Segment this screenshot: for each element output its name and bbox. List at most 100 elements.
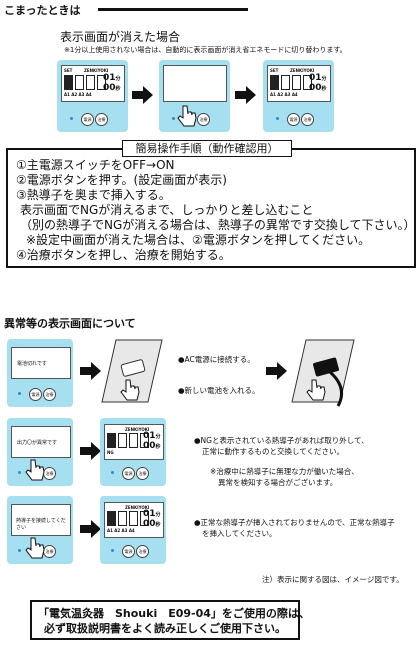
channel-bar [118,511,127,526]
channel-bar [270,75,279,90]
procedure-line: ①主電源スイッチをOFF→ON [16,158,175,172]
row3-note-1: ●正常な熱導子が挿入されておりませんので、正常な熱導子 [194,518,395,527]
power-button[interactable]: 電源 [122,467,135,480]
image-footnote: 注）表示に関する図は、イメージ図です。 [262,575,404,584]
lcd-seconds: 00秒 [143,441,161,451]
procedure-line: ②電源ボタンを押す。(設定画面が表示) [16,173,227,187]
indicator-light [276,117,279,120]
channel-bar [129,433,138,448]
power-button[interactable]: 電源 [122,545,135,558]
lcd-minutes: 01分 [143,431,161,441]
row2-note-2: 正常に動作するものと交換してください。 [202,447,345,456]
procedure-box: ①主電源スイッチをOFF→ON ②電源ボタンを押す。(設定画面が表示) ③熱導子… [6,148,416,268]
channel-bar [118,433,127,448]
indicator-light [18,392,21,395]
lcd-brand: ZENKIYOKI [125,505,150,510]
lcd-ng-label: NG [107,450,114,455]
treat-button[interactable]: 治療 [301,113,314,126]
lcd-brand: ZENKIYOKI [290,68,315,73]
channel-bar [97,75,106,90]
indicator-light [111,471,114,474]
indicator-light [111,549,114,552]
row2-subnote-2: 異常を検知する場合がございます。 [218,478,338,487]
procedure-line: ③熱導子を奥まで挿入する。 [16,188,171,202]
indicator-light [70,117,73,120]
indicator-light [172,117,175,120]
lcd-screen: 電池切れです [11,347,71,379]
channel-bar [129,511,138,526]
channel-bar [75,75,84,90]
row2-note-1: ●NGと表示されている熱導子があれば取り外して、 [194,436,369,445]
device-panel-normal: SET ZENKIYOKI 01分 00秒 A1 A2 A3 A4 電源 治療 [57,60,128,132]
device-panel-ng: ZENKIYOKI 01分 00秒 NG 電源 治療 [100,418,166,486]
channel-bar [107,433,116,448]
arrow-right-icon [80,520,101,538]
treat-button[interactable]: 治療 [197,113,210,126]
lcd-channels: A1 A2 A3 A4 [107,528,135,533]
lcd-screen: 熱導子を接続してください [11,504,71,536]
lcd-screen-blank [163,65,227,102]
device-panel-battery: 電池切れです 電源 治療 [7,339,73,407]
section-subheading: 表示画面が消えた場合 [60,30,181,44]
lcd-minutes: 01分 [143,509,161,519]
channel-bar [64,75,73,90]
page-heading: こまったときは [4,4,81,17]
device-panel-restored: SET ZENKIYOKI 01分 00秒 A1 A2 A3 A4 電源 治療 [263,60,334,132]
lcd-minutes: 01分 [103,73,121,83]
channel-bar [86,75,95,90]
channel-bar [303,75,312,90]
lcd-minutes: 01分 [309,73,327,83]
channel-bar [292,75,301,90]
ac-socket-illustration [101,339,163,403]
lcd-screen: ZENKIYOKI 01分 00秒 A1 A2 A3 A4 [104,502,164,538]
row1-note-battery: ●新しい電池を入れる。 [178,386,260,395]
arrow-right-icon [80,362,101,380]
lcd-screen: SET ZENKIYOKI 01分 00秒 A1 A2 A3 A4 [267,65,331,102]
channel-bar [107,511,116,526]
arrow-right-icon [235,86,256,104]
lcd-channels: A1 A2 A3 A4 [270,92,298,97]
treat-button[interactable]: 治療 [95,113,108,126]
indicator-light [18,471,21,474]
lcd-seconds: 00秒 [309,83,327,93]
device-panel-ok: ZENKIYOKI 01分 00秒 A1 A2 A3 A4 電源 治療 [100,496,166,564]
lcd-screen: 出力〇が異常です [11,426,71,458]
indicator-light [18,549,21,552]
lcd-channels: A1 A2 A3 A4 [64,92,92,97]
treat-button[interactable]: 治療 [136,467,149,480]
channel-bar [140,511,149,526]
hand-pointer-icon [177,105,197,127]
procedure-line: ※設定中画面が消えた場合は、②電源ボタンを押してください。 [26,233,371,247]
heading-rule [98,8,248,11]
channel-bars [64,75,106,90]
channel-bar [140,433,149,448]
hand-pointer-icon [25,459,45,481]
procedure-title: 簡易操作手順（動作確認用） [122,140,292,157]
row3-note-2: を挿入してください。 [202,529,277,538]
lcd-brand: ZENKIYOKI [125,427,150,432]
lcd-brand: ZENKIYOKI [84,68,109,73]
lcd-seconds: 00秒 [143,519,161,529]
channel-bars [270,75,312,90]
procedure-line: 表示画面でNGが消えるまで、しっかりと差し込むこと [20,203,314,217]
device-panel-blank: 電源 治療 [159,60,230,132]
treat-button[interactable]: 治療 [43,545,56,558]
treat-button[interactable]: 治療 [43,388,56,401]
treat-button[interactable]: 治療 [136,545,149,558]
footer-notice: 「電気温灸器 Shouki E09-04」をご使用の際は、 必ず取扱説明書をよく… [30,600,310,640]
ac-plug-illustration [291,339,355,407]
lcd-screen: SET ZENKIYOKI 01分 00秒 A1 A2 A3 A4 [61,65,125,102]
power-button[interactable]: 電源 [81,113,94,126]
power-button[interactable]: 電源 [287,113,300,126]
channel-bars [107,433,149,448]
footer-line-2: 必ず取扱説明書をよく読み正しくご使用下さい。 [44,622,286,635]
power-button[interactable]: 電源 [29,388,42,401]
arrow-right-icon [80,442,101,460]
channel-bar [281,75,290,90]
device-panel-output-error: 出力〇が異常です 電源 治療 [7,418,73,486]
procedure-line: ④治療ボタンを押し、治療を開始する。 [16,248,231,262]
arrow-right-icon [266,362,287,380]
connect-probe-message: 熱導子を接続してください [16,518,66,531]
battery-low-message: 電池切れです [17,361,47,367]
hand-pointer-icon [25,537,45,559]
